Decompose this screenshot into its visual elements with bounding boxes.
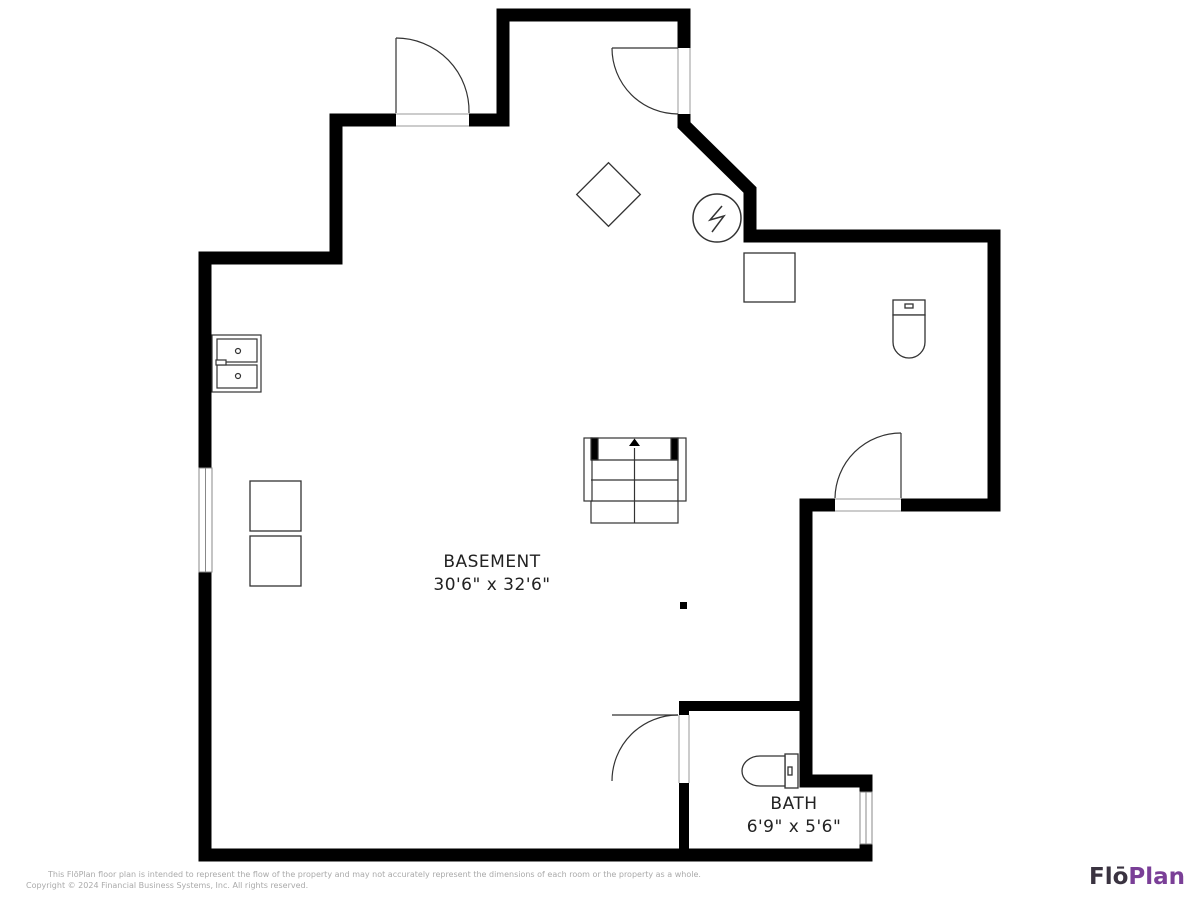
toilet-icon [741, 753, 799, 789]
window-icon [859, 791, 873, 845]
door-swing-icon [611, 714, 679, 782]
toilet-icon [892, 299, 926, 359]
vent-icon [575, 161, 642, 228]
floplan-logo: FlōPlan [1089, 864, 1185, 890]
door-swing-icon [395, 37, 470, 114]
support-post-icon [680, 602, 687, 609]
door-openings [396, 48, 901, 783]
dryer-icon [249, 535, 302, 587]
room-name-bath: BATH [770, 794, 817, 814]
laundry-sink-icon [211, 334, 262, 393]
door-swing-icon [834, 432, 902, 499]
brand-part-1: Flō [1089, 864, 1129, 890]
electrical-panel-icon [692, 193, 742, 243]
washer-icon [249, 480, 302, 532]
disclaimer-line-2: Copyright © 2024 Financial Business Syst… [26, 881, 309, 890]
room-name-basement: BASEMENT [443, 552, 540, 572]
exterior-wall [198, 8, 1001, 862]
brand-part-2: Plan [1128, 864, 1186, 890]
window-icon [198, 467, 213, 573]
door-swing-icon [611, 47, 679, 115]
room-dims-bath: 6'9" x 5'6" [747, 817, 842, 837]
appliance-box [743, 252, 796, 303]
bath-wall [679, 701, 806, 855]
disclaimer-line-1: This FlōPlan floor plan is intended to r… [48, 870, 701, 879]
stairs-icon [583, 437, 687, 524]
room-dims-basement: 30'6" x 32'6" [433, 575, 550, 595]
